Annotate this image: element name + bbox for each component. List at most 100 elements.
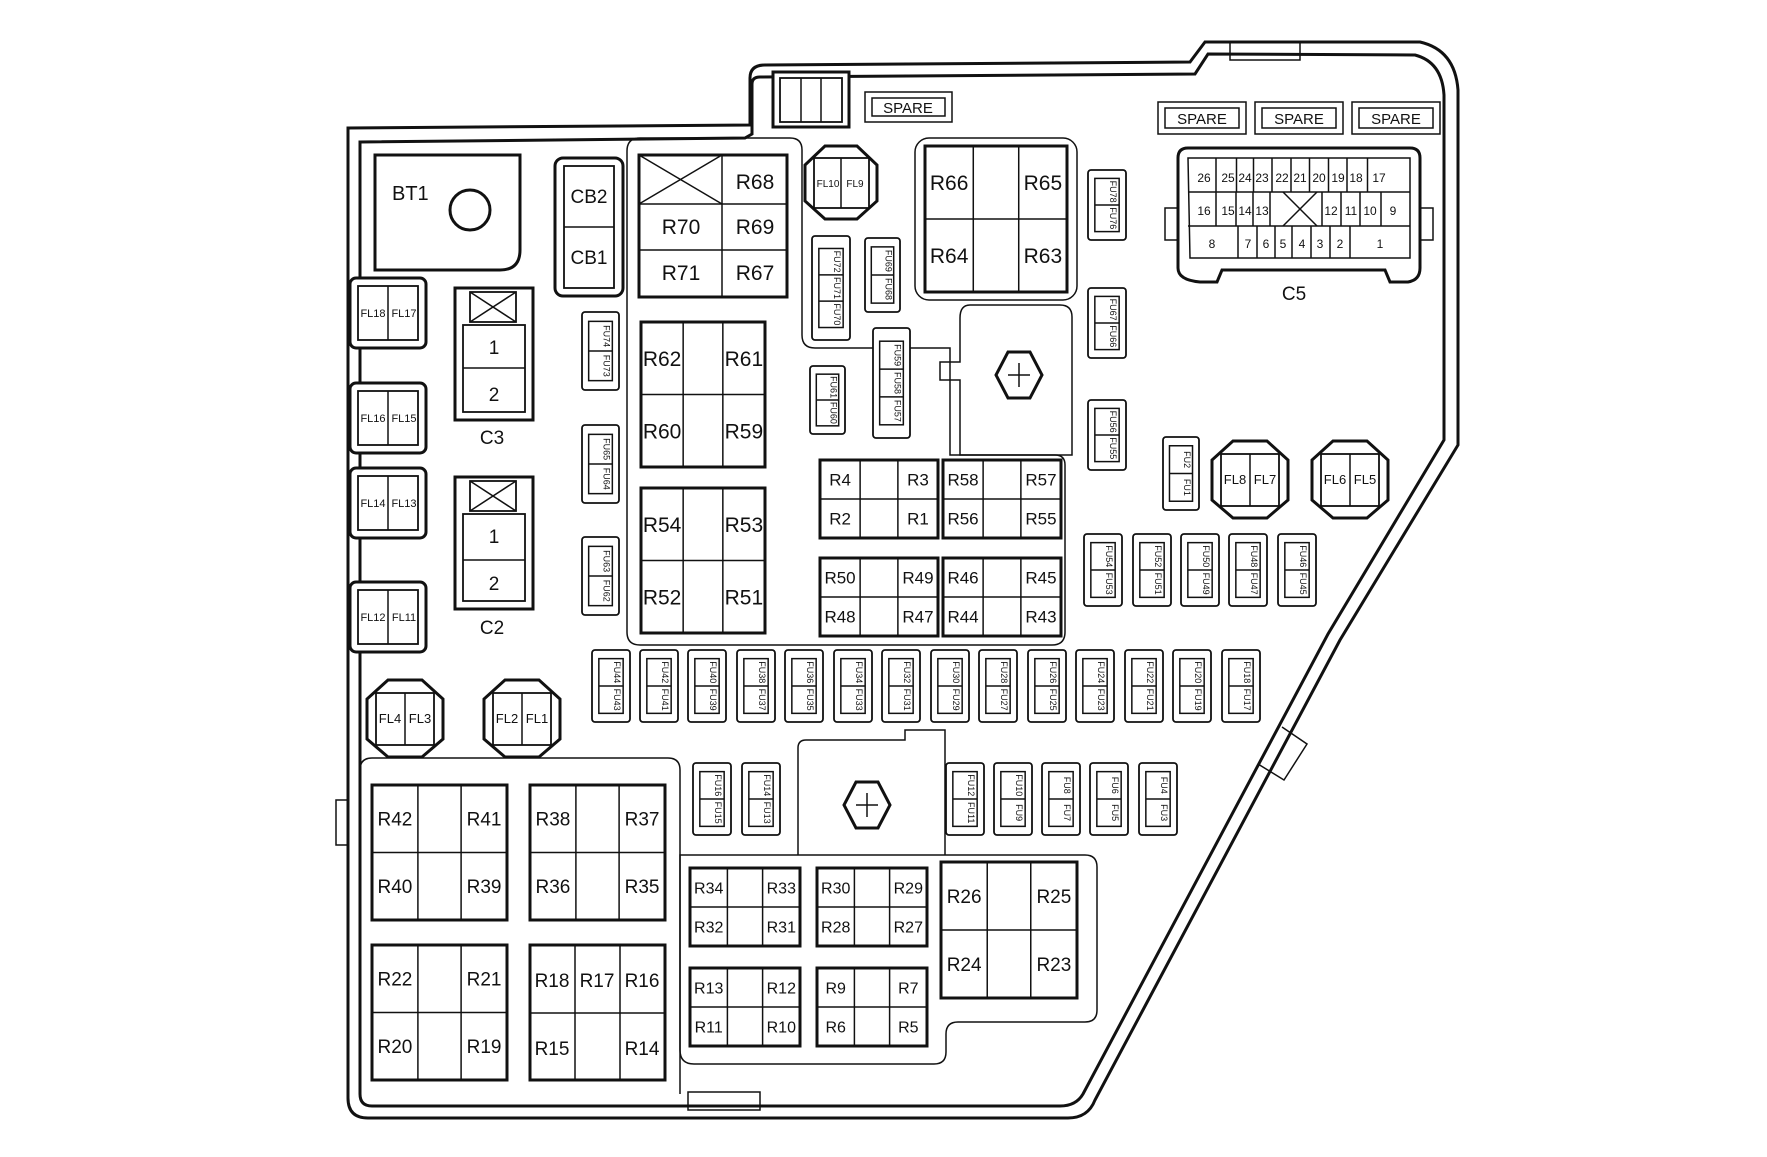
fuse-fu7: FU7 [1062, 804, 1072, 821]
fuse-fl14: FL14 [360, 498, 385, 510]
relay-r48: R48 [824, 608, 855, 627]
fuse-fu64: FU64 [602, 468, 612, 490]
relay-r36: R36 [536, 877, 571, 898]
left-fuse-pair-3[interactable]: FL14 FL13 [348, 466, 428, 540]
round-fuse-pair-4[interactable]: FL8 FL7 [1210, 439, 1290, 520]
left-fuse-pair-1[interactable]: FL18 FL17 [348, 276, 428, 350]
relay-block-top[interactable]: R68 R70 R69 R71 R67 [637, 153, 789, 299]
fuse-fl6: FL6 [1324, 472, 1346, 487]
fuse-fu45: FU45 [1298, 573, 1308, 595]
left-fuse-pair-4[interactable]: FL12 FL11 [348, 580, 428, 654]
round-fuse-pair-1[interactable]: FL4 FL3 [365, 678, 445, 759]
relay-r55: R55 [1025, 510, 1056, 529]
fuse-fu72: FU72 [832, 251, 842, 273]
relay-r34: R34 [694, 880, 723, 897]
connector-c3[interactable]: 1 2 C3 [453, 286, 535, 449]
relay-frame-r66 [914, 137, 1078, 301]
bolt-upper [939, 304, 1073, 456]
fuse-fl12: FL12 [360, 612, 385, 624]
relay-r21: R21 [467, 970, 502, 991]
left-fuse-pair-2[interactable]: FL16 FL15 [348, 381, 428, 455]
c5-pin-22: 22 [1275, 171, 1289, 185]
relay-r7: R7 [898, 980, 919, 997]
relay-r16: R16 [625, 971, 660, 992]
battery-bt1: BT1 [373, 153, 522, 272]
fuse-fu23: FU23 [1096, 689, 1106, 711]
round-fuse-pair-2[interactable]: FL2 FL1 [482, 678, 562, 759]
fuse-fl10: FL10 [817, 179, 840, 190]
fuse-fu14: FU14 [762, 774, 772, 796]
relay-housing-top[interactable] [771, 70, 851, 129]
relay-r47: R47 [902, 608, 933, 627]
round-fuse-pair-3[interactable]: FL10 FL9 [803, 144, 879, 221]
connector-c2[interactable]: 1 2 C2 [453, 475, 535, 639]
relay-block-r18[interactable]: R18 R17 R16 R15 R14 [528, 943, 667, 1082]
fuse-fl7: FL7 [1254, 472, 1276, 487]
fuse-fu65: FU65 [602, 438, 612, 460]
round-fuse-pair-5[interactable]: FL6 FL5 [1310, 439, 1390, 520]
relay-r52: R52 [643, 586, 682, 609]
fuse-fu12: FU12 [966, 774, 976, 796]
circuit-breakers[interactable]: CB2 CB1 [553, 156, 625, 298]
relay-r63: R63 [1024, 245, 1063, 268]
fuse-fu21: FU21 [1145, 689, 1155, 711]
fuse-fu16: FU16 [713, 774, 723, 796]
c5-pin-14: 14 [1238, 204, 1252, 218]
battery-label: BT1 [392, 183, 429, 205]
fuse-fl11: FL11 [392, 612, 416, 624]
